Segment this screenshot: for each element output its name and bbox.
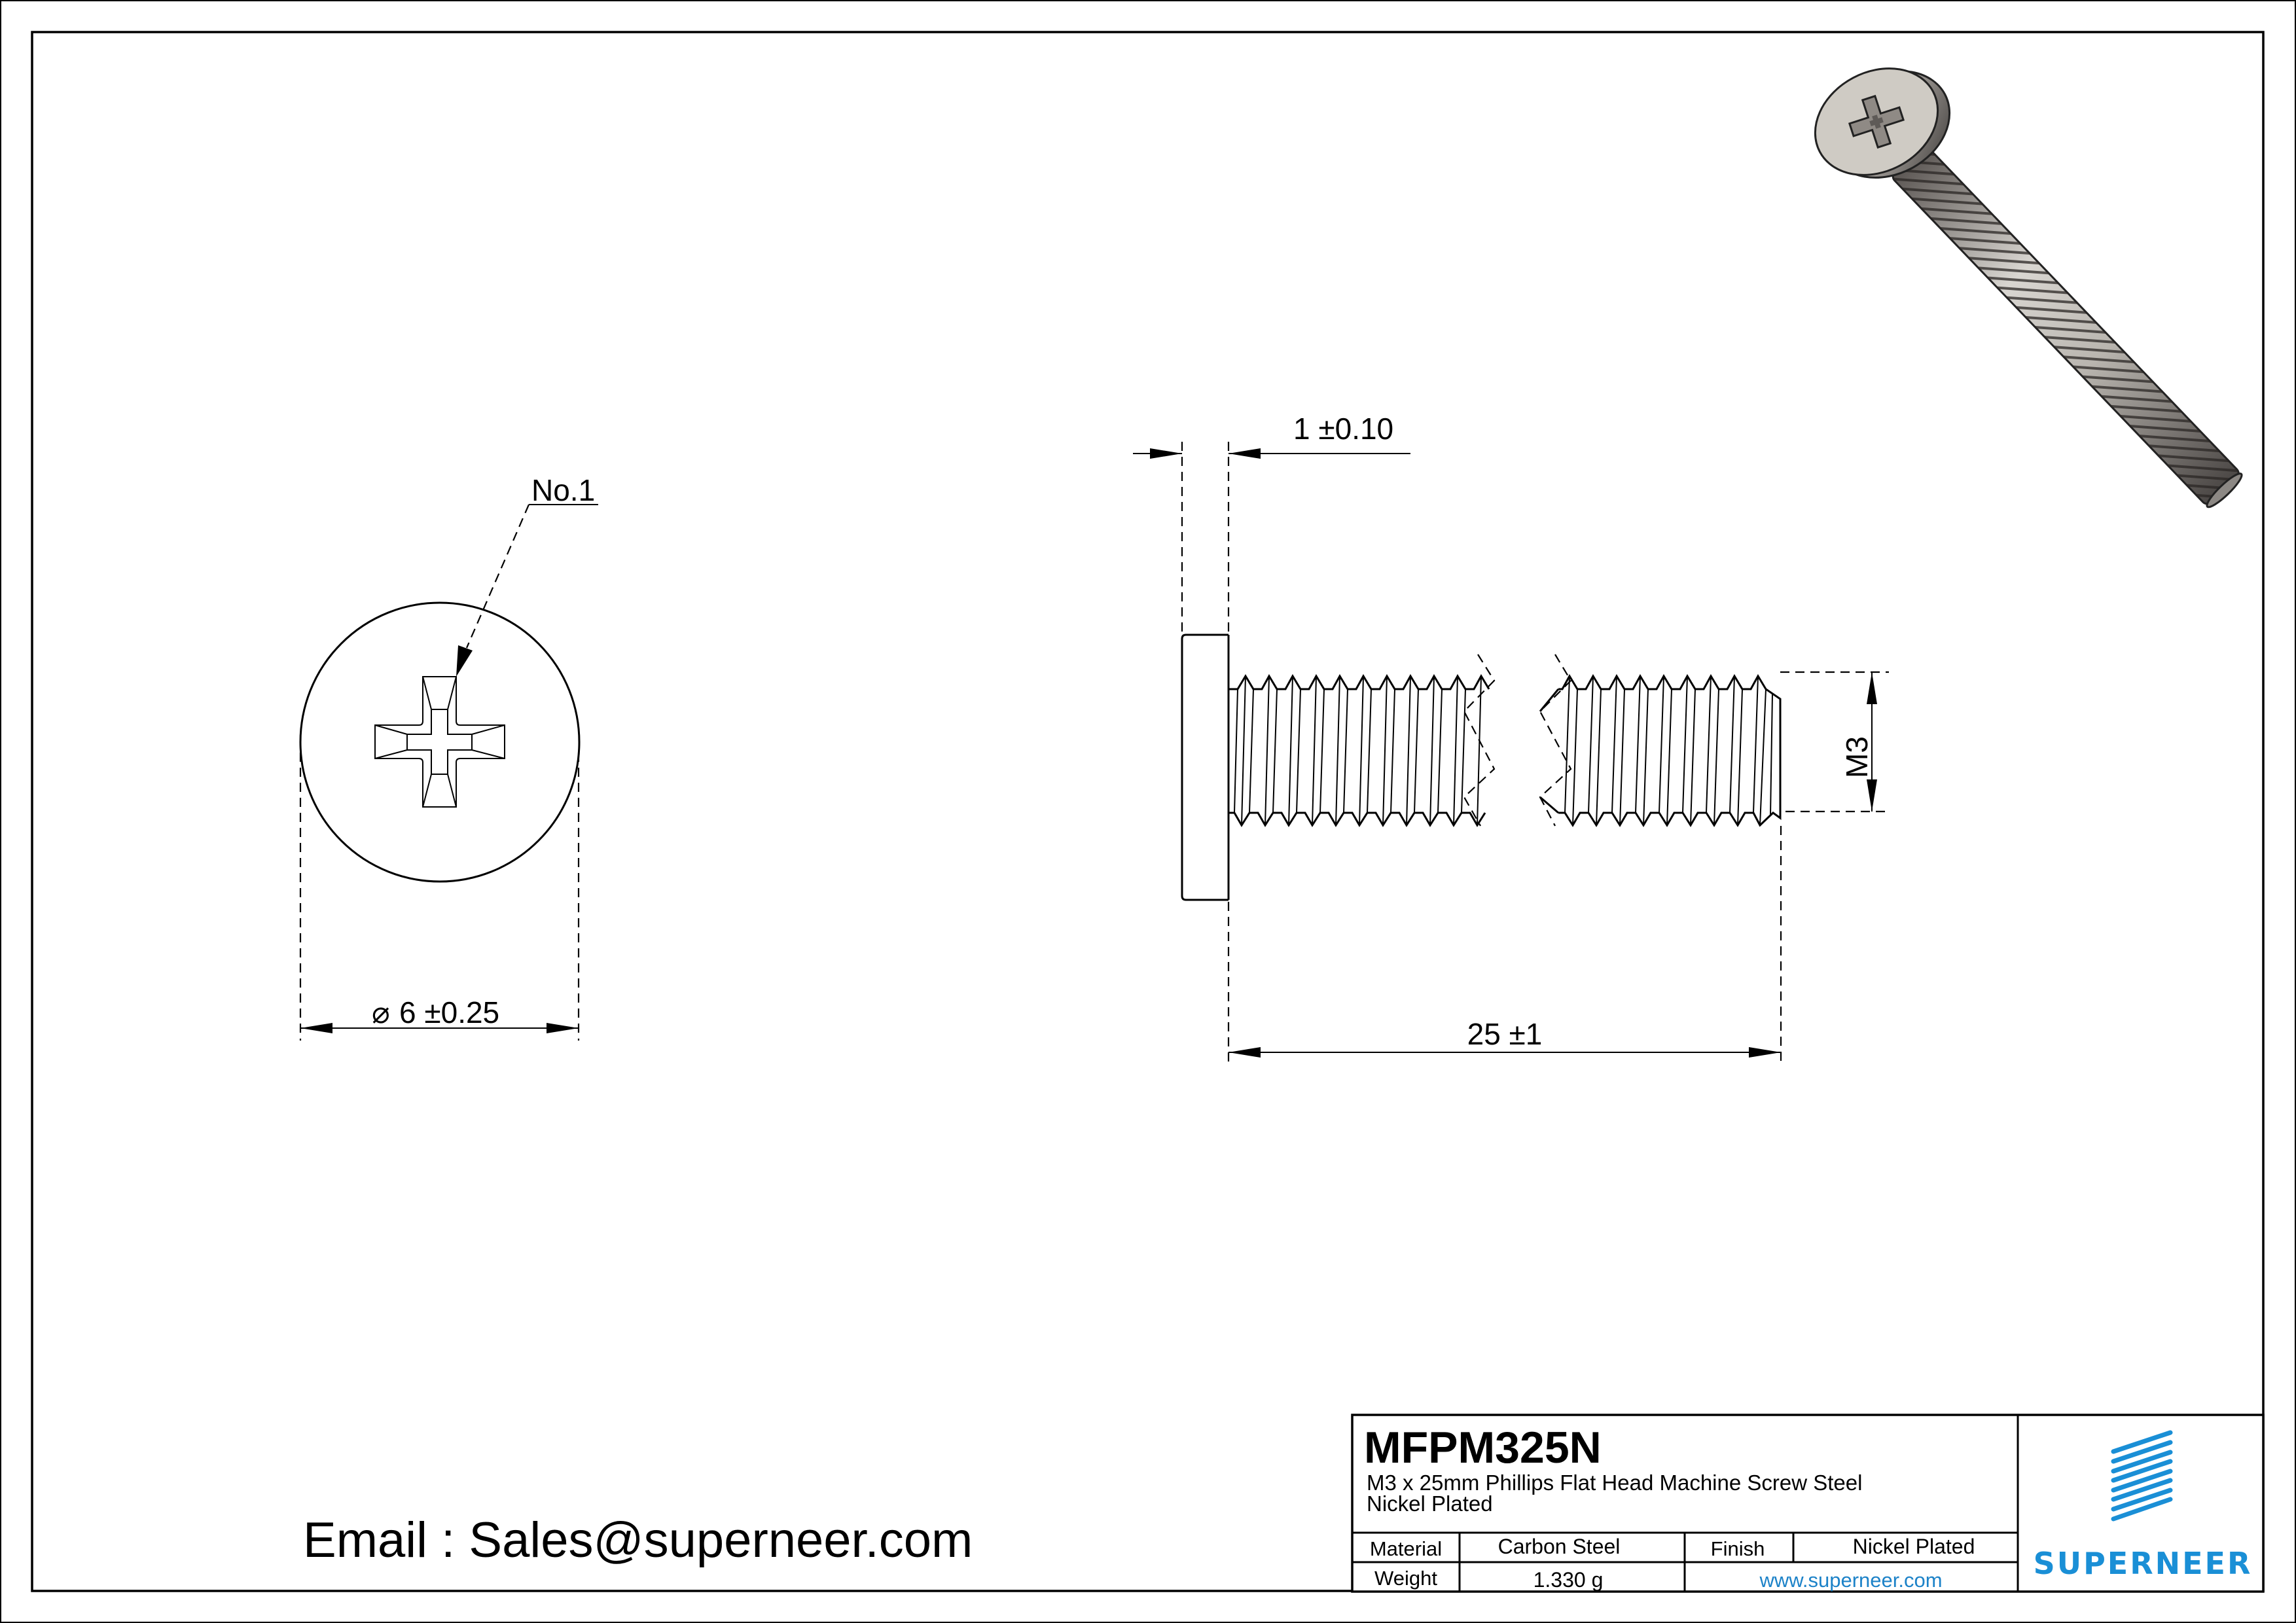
thread-dim-text: M3 (1840, 736, 1874, 778)
head-top-view: No.1 ⌀ 6 ±0.25 (299, 473, 598, 1041)
side-view: 1 ±0.10 25 ±1 M3 (1133, 412, 1889, 1063)
contact-email[interactable]: Email : Sales@superneer.com (303, 1512, 973, 1568)
phillips-recess-3d-icon (1848, 94, 1905, 149)
material-value: Carbon Steel (1498, 1535, 1621, 1558)
brand-name: SUPERNEER (2034, 1546, 2253, 1581)
head-diameter-value: 6 ±0.25 (399, 995, 499, 1029)
website-link[interactable]: www.superneer.com (1759, 1569, 1942, 1592)
weight-label: Weight (1374, 1567, 1437, 1590)
drive-size-label: No.1 (531, 473, 595, 507)
thread-section-right (1539, 654, 1782, 827)
finish-label: Finish (1711, 1537, 1765, 1560)
title-block: MFPM325N M3 x 25mm Phillips Flat Head Ma… (1351, 1414, 2265, 1593)
thread-section-left (1229, 654, 1496, 827)
finish-value: Nickel Plated (1853, 1535, 1975, 1558)
material-label: Material (1370, 1537, 1442, 1560)
leader-line (465, 504, 530, 649)
head-outline (299, 601, 581, 883)
part-number: MFPM325N (1364, 1423, 1602, 1472)
diameter-dim-text: ⌀ 6 ±0.25 (372, 995, 499, 1029)
length-dim-text: 25 ±1 (1467, 1017, 1543, 1051)
screw-3d-render (1814, 67, 2243, 508)
striped-logo-icon (2111, 1430, 2173, 1522)
diameter-symbol: ⌀ (372, 995, 390, 1029)
superneer-logo: SUPERNEER (2034, 1430, 2253, 1581)
phillips-recess-icon (374, 676, 505, 808)
leader-arrow (456, 645, 473, 677)
inner-border (31, 31, 2265, 1592)
part-description-line1: M3 x 25mm Phillips Flat Head Machine Scr… (1367, 1471, 1862, 1495)
head-height-dim-text: 1 ±0.10 (1293, 412, 1393, 446)
head-side-outline (1181, 633, 1229, 901)
weight-value: 1.330 g (1534, 1568, 1604, 1592)
part-description-line2: Nickel Plated (1367, 1491, 1493, 1516)
